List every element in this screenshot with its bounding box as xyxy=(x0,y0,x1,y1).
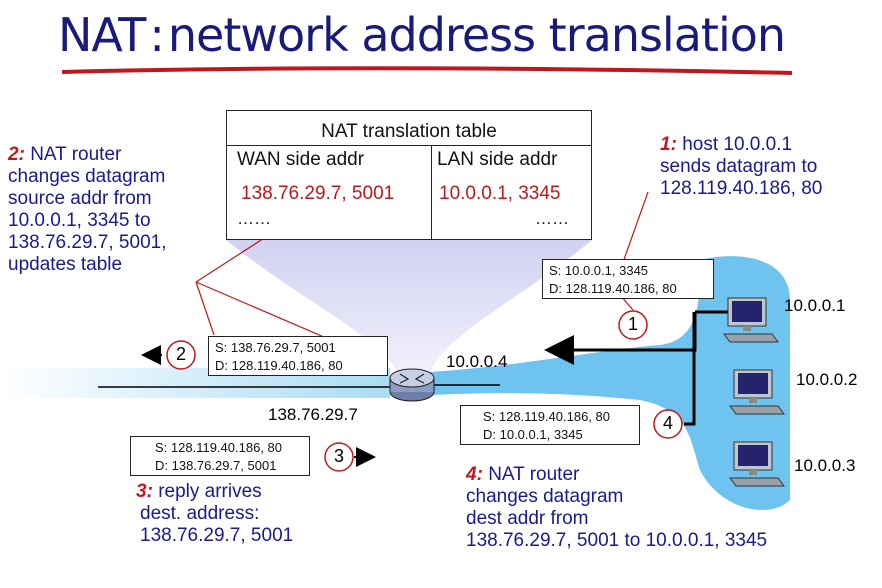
note2-line: updates table xyxy=(8,254,123,275)
datagram-1-dst: D: 128.119.40.186, 80 xyxy=(549,281,677,296)
wan-dots: …… xyxy=(237,209,271,228)
nat-translation-table: NAT translation table WAN side addr LAN … xyxy=(226,110,592,240)
note2-line: NAT router xyxy=(30,144,122,165)
datagram-1-src: S: 10.0.0.1, 3345 xyxy=(549,263,649,278)
note2-line: 138.76.29.7, 5001, xyxy=(8,232,167,253)
note-step1: 1: host 10.0.0.1 sends datagram to 128.1… xyxy=(660,134,822,200)
note4-line: 138.76.29.7, 5001 to 10.0.0.1, 3345 xyxy=(466,530,768,551)
title-underline xyxy=(61,66,793,75)
datagram-2-src: S: 138.76.29.7, 5001 xyxy=(215,340,336,355)
host3-computer-icon xyxy=(729,441,785,487)
wan-value: 138.76.29.7, 5001 xyxy=(241,183,395,204)
host1-address: 10.0.0.1 xyxy=(784,296,846,315)
note2-number: 2: xyxy=(8,144,25,165)
lan-header: LAN side addr xyxy=(437,149,558,170)
note4-number: 4: xyxy=(466,464,483,485)
note4-line: dest addr from xyxy=(466,508,589,529)
note-step2: 2: NAT router changes datagram source ad… xyxy=(8,144,166,276)
datagram-3-src: S: 128.119.40.186, 80 xyxy=(155,440,282,455)
datagram-3-dst: D: 138.76.29.7, 5001 xyxy=(155,458,277,473)
note3-number: 3: xyxy=(136,481,153,502)
lan-band xyxy=(430,256,790,510)
datagram-2-dst: D: 128.119.40.186, 80 xyxy=(215,358,343,373)
step3-circle xyxy=(324,442,354,472)
wan-header: WAN side addr xyxy=(237,149,365,170)
datagram-1: S: 10.0.0.1, 3345 D: 128.119.40.186, 80 xyxy=(542,259,714,299)
note1-pointer xyxy=(621,191,649,266)
note2-line: 10.0.0.1, 3345 to xyxy=(8,210,151,231)
step4-arrow xyxy=(684,312,696,426)
title-rest: network address translation xyxy=(167,8,786,62)
nat-router-icon xyxy=(389,368,435,402)
note2-line: source addr from xyxy=(8,188,152,209)
datagram-4-dst: D: 10.0.0.1, 3345 xyxy=(483,427,583,442)
note1-line: sends datagram to xyxy=(660,156,818,177)
note-step3: 3: reply arrives dest. address: 138.76.2… xyxy=(136,481,293,547)
step1-label: 1 xyxy=(627,314,638,334)
host2-computer-icon xyxy=(729,369,785,415)
note1-number: 1: xyxy=(660,134,677,155)
note1-line: host 10.0.0.1 xyxy=(682,134,793,155)
note3-line: 138.76.29.7, 5001 xyxy=(140,525,294,546)
lan-value: 10.0.0.1, 3345 xyxy=(439,183,561,204)
note2-line: changes datagram xyxy=(8,166,166,187)
page-title: NAT:network address translation xyxy=(58,8,786,62)
note4-line: NAT router xyxy=(488,464,580,485)
host1-computer-icon xyxy=(723,297,779,343)
lan-dots: …… xyxy=(535,209,569,228)
datagram-4: S: 128.119.40.186, 80 D: 10.0.0.1, 3345 xyxy=(460,405,640,445)
datagram-4-src: S: 128.119.40.186, 80 xyxy=(483,409,610,424)
host3-address: 10.0.0.3 xyxy=(794,456,856,475)
note-step4: 4: NAT router changes datagram dest addr… xyxy=(466,464,767,552)
step2-circle xyxy=(166,340,196,370)
title-prefix: NAT xyxy=(58,8,146,62)
step1-circle xyxy=(618,310,648,340)
note2-pointer-3 xyxy=(195,281,215,336)
step4-label: 4 xyxy=(662,413,673,433)
datagram-2: S: 138.76.29.7, 5001 D: 128.119.40.186, … xyxy=(208,336,388,376)
step2-label: 2 xyxy=(175,344,186,364)
host2-address: 10.0.0.2 xyxy=(796,370,858,389)
datagram-3: S: 128.119.40.186, 80 D: 138.76.29.7, 50… xyxy=(130,436,310,476)
router-lan-address: 10.0.0.4 xyxy=(446,352,508,371)
title-separator: : xyxy=(149,8,164,62)
note3-line: reply arrives xyxy=(158,481,262,502)
note3-line: dest. address: xyxy=(140,503,260,524)
table-highlight-cone xyxy=(226,240,592,372)
router-wan-address: 138.76.29.7 xyxy=(268,405,358,424)
table-caption: NAT translation table xyxy=(321,121,497,142)
step4-circle xyxy=(653,409,683,439)
note4-line: changes datagram xyxy=(466,486,624,507)
step3-label: 3 xyxy=(333,446,344,466)
note1-line: 128.119.40.186, 80 xyxy=(660,178,823,199)
